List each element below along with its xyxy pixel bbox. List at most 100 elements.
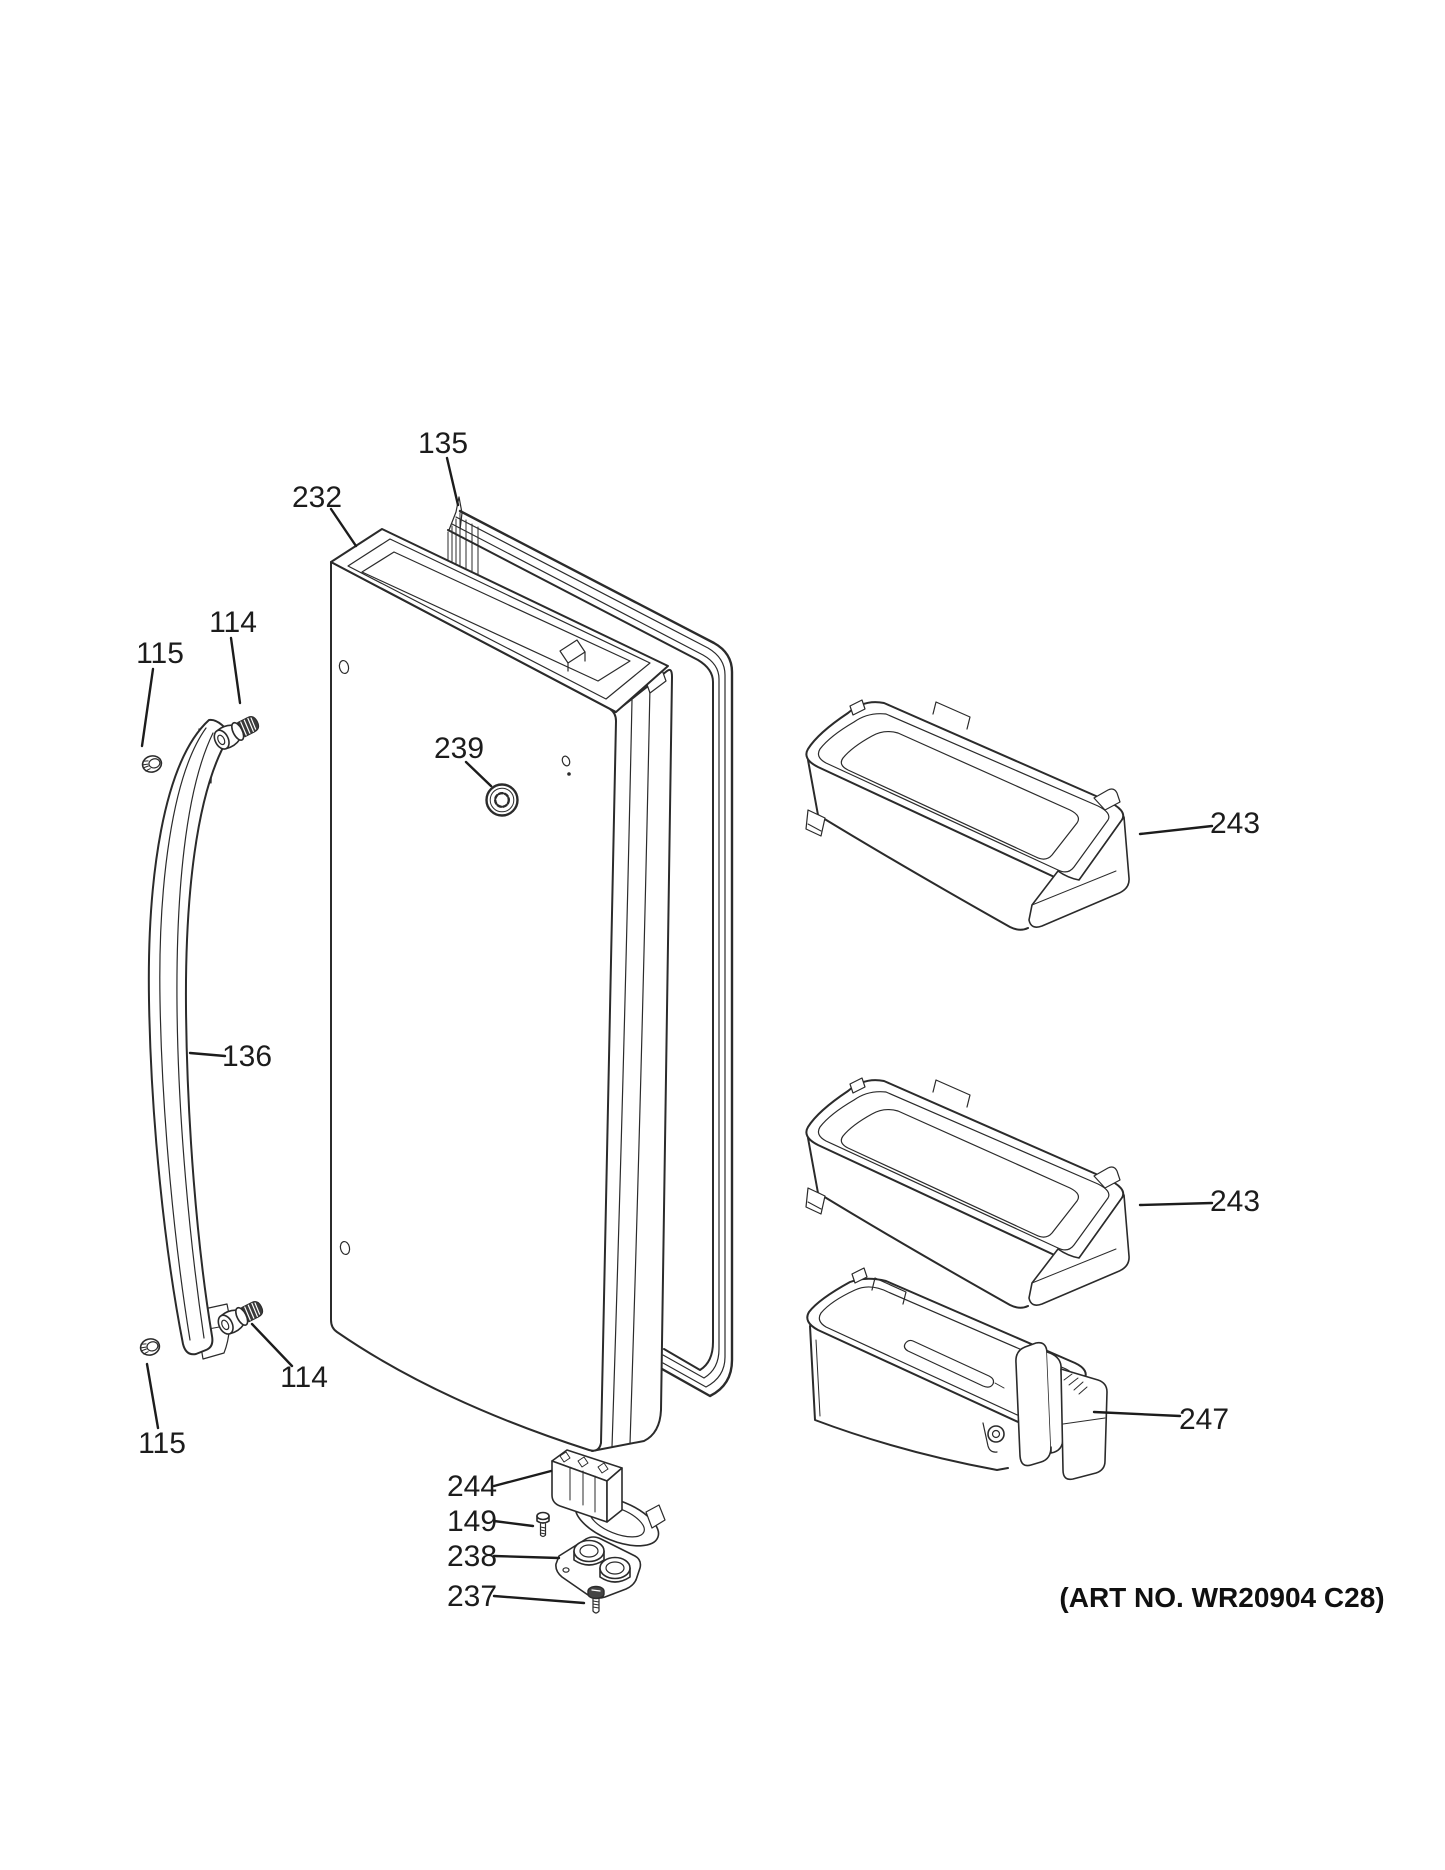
door-gasket: [447, 496, 734, 1398]
bin247-back-tab: [851, 1267, 868, 1284]
bin-end-notch: [1093, 788, 1121, 811]
leader-114-top: [229, 636, 242, 705]
bin-left-bracket: [805, 809, 826, 837]
callout-239: 239: [434, 732, 484, 765]
dispenser-mark: [561, 755, 571, 767]
bin247-pin-center: [991, 1429, 1001, 1439]
callout-135: 135: [418, 427, 468, 460]
ge-badge-outer-ring: [485, 783, 519, 817]
gasket-inner-edge: [447, 529, 714, 1371]
leader-243-middle: [1138, 1201, 1214, 1207]
handle-mount-hole-bottom: [339, 1240, 351, 1256]
leader-136: [188, 1051, 227, 1058]
callout-238: 238: [447, 1540, 497, 1573]
gasket-line-3: [451, 523, 720, 1379]
hinge-assembly: [536, 1449, 666, 1614]
hinge-bracket-front: [551, 1460, 608, 1523]
bin-back-tab: [849, 699, 866, 716]
handle-cap-top: [139, 753, 165, 775]
callout-leaders: [140, 456, 1214, 1605]
gasket-left-edge-lines: [447, 512, 479, 579]
dispenser-dot: [567, 772, 571, 776]
retainer-boss1: [573, 1539, 605, 1563]
callout-237: 237: [447, 1580, 497, 1613]
bin247-back-hump: [871, 1277, 907, 1305]
door-edge-bevel-1: [611, 699, 633, 1448]
leader-115-bottom: [145, 1362, 160, 1430]
leader-135: [445, 456, 460, 507]
art-number: (ART NO. WR20904 C28): [1059, 1582, 1384, 1613]
callout-149: 149: [447, 1505, 497, 1538]
bin247-slot-tick: [994, 1382, 1005, 1389]
handle-contour-1: [159, 727, 207, 1341]
handle-contour-2: [176, 732, 214, 1339]
bearing-retainer: [555, 1536, 642, 1599]
gasket-line-2: [455, 516, 726, 1388]
bin247-front-wall: [809, 1325, 1009, 1471]
handle-cap-bottom: [137, 1336, 163, 1358]
ge-logo-badge: [485, 783, 519, 817]
bin-end-block: [1028, 816, 1130, 928]
door-edge-bevel-2: [629, 685, 651, 1445]
bin247-end-hatch: [1063, 1373, 1088, 1395]
retainer-boss2-bore: [605, 1561, 625, 1575]
retainer-screw: [587, 1585, 605, 1614]
callout-243-upper: 243: [1210, 807, 1260, 840]
handle-screw-top: [210, 711, 263, 753]
bin247-end-block: [1060, 1368, 1108, 1481]
callout-114-bottom: 114: [280, 1361, 328, 1394]
leader-115-top: [140, 667, 155, 748]
callout-232: 232: [292, 481, 342, 514]
retainer-boss1-bore: [579, 1544, 599, 1558]
door-top-recess: [361, 551, 631, 682]
callout-136: 136: [222, 1040, 272, 1073]
bin247-end-step: [1062, 1417, 1106, 1425]
hinge-cam-hook: [645, 1504, 666, 1529]
bin247-floor-slot: [903, 1339, 995, 1388]
callout-244: 244: [447, 1470, 497, 1503]
handle-mount-hole-top: [338, 659, 350, 675]
retainer-hole1: [562, 1567, 570, 1573]
leader-149: [492, 1519, 535, 1528]
callout-243-middle: 243: [1210, 1185, 1260, 1218]
callout-247: 247: [1179, 1403, 1229, 1436]
callout-labels: 135 232 114 115 239 136 114 115 244 149 …: [136, 427, 1260, 1613]
leader-238: [492, 1554, 561, 1560]
leader-237: [492, 1594, 586, 1605]
bin247-left-line: [815, 1339, 821, 1417]
bin-front-wall: [807, 759, 1029, 931]
leader-239: [464, 760, 493, 788]
bin-back-hump: [932, 701, 971, 730]
callout-115-bottom: 115: [138, 1427, 186, 1460]
door-handle: [147, 718, 230, 1360]
gasket-outer-edge: [458, 509, 734, 1398]
door-front-face: [330, 561, 617, 1452]
callout-115-top: 115: [136, 637, 184, 670]
leader-232: [329, 507, 358, 548]
door-bin: [805, 699, 1130, 931]
bin247-divider-left: [1015, 1341, 1052, 1467]
ge-badge-inner-ring: [489, 787, 515, 813]
fresh-food-door: [330, 528, 673, 1452]
door-top-rim-inner: [347, 538, 651, 700]
leader-247: [1092, 1410, 1182, 1418]
hinge-bracket-side: [606, 1467, 623, 1523]
bin-rim-outer: [805, 701, 1125, 884]
gasket-corner-tab: [448, 496, 463, 531]
bin-end-step: [1031, 870, 1117, 906]
retainer-boss2: [599, 1556, 631, 1580]
bin-floor: [840, 730, 1080, 860]
bin247-pin: [987, 1425, 1005, 1443]
door-top-face: [330, 528, 669, 713]
bin-left-bracket-line: [807, 823, 822, 832]
bin-rim-inner: [817, 713, 1110, 873]
bin247-pin-hook: [982, 1422, 998, 1453]
door-top-tab-sides: [567, 651, 586, 672]
hinge-bracket-studs: [559, 1451, 609, 1474]
leader-114-bottom: [250, 1322, 294, 1368]
hinge-bracket-notches: [569, 1466, 596, 1513]
door-bin-lower: [806, 1267, 1108, 1481]
ge-badge-monogram: [494, 792, 511, 809]
